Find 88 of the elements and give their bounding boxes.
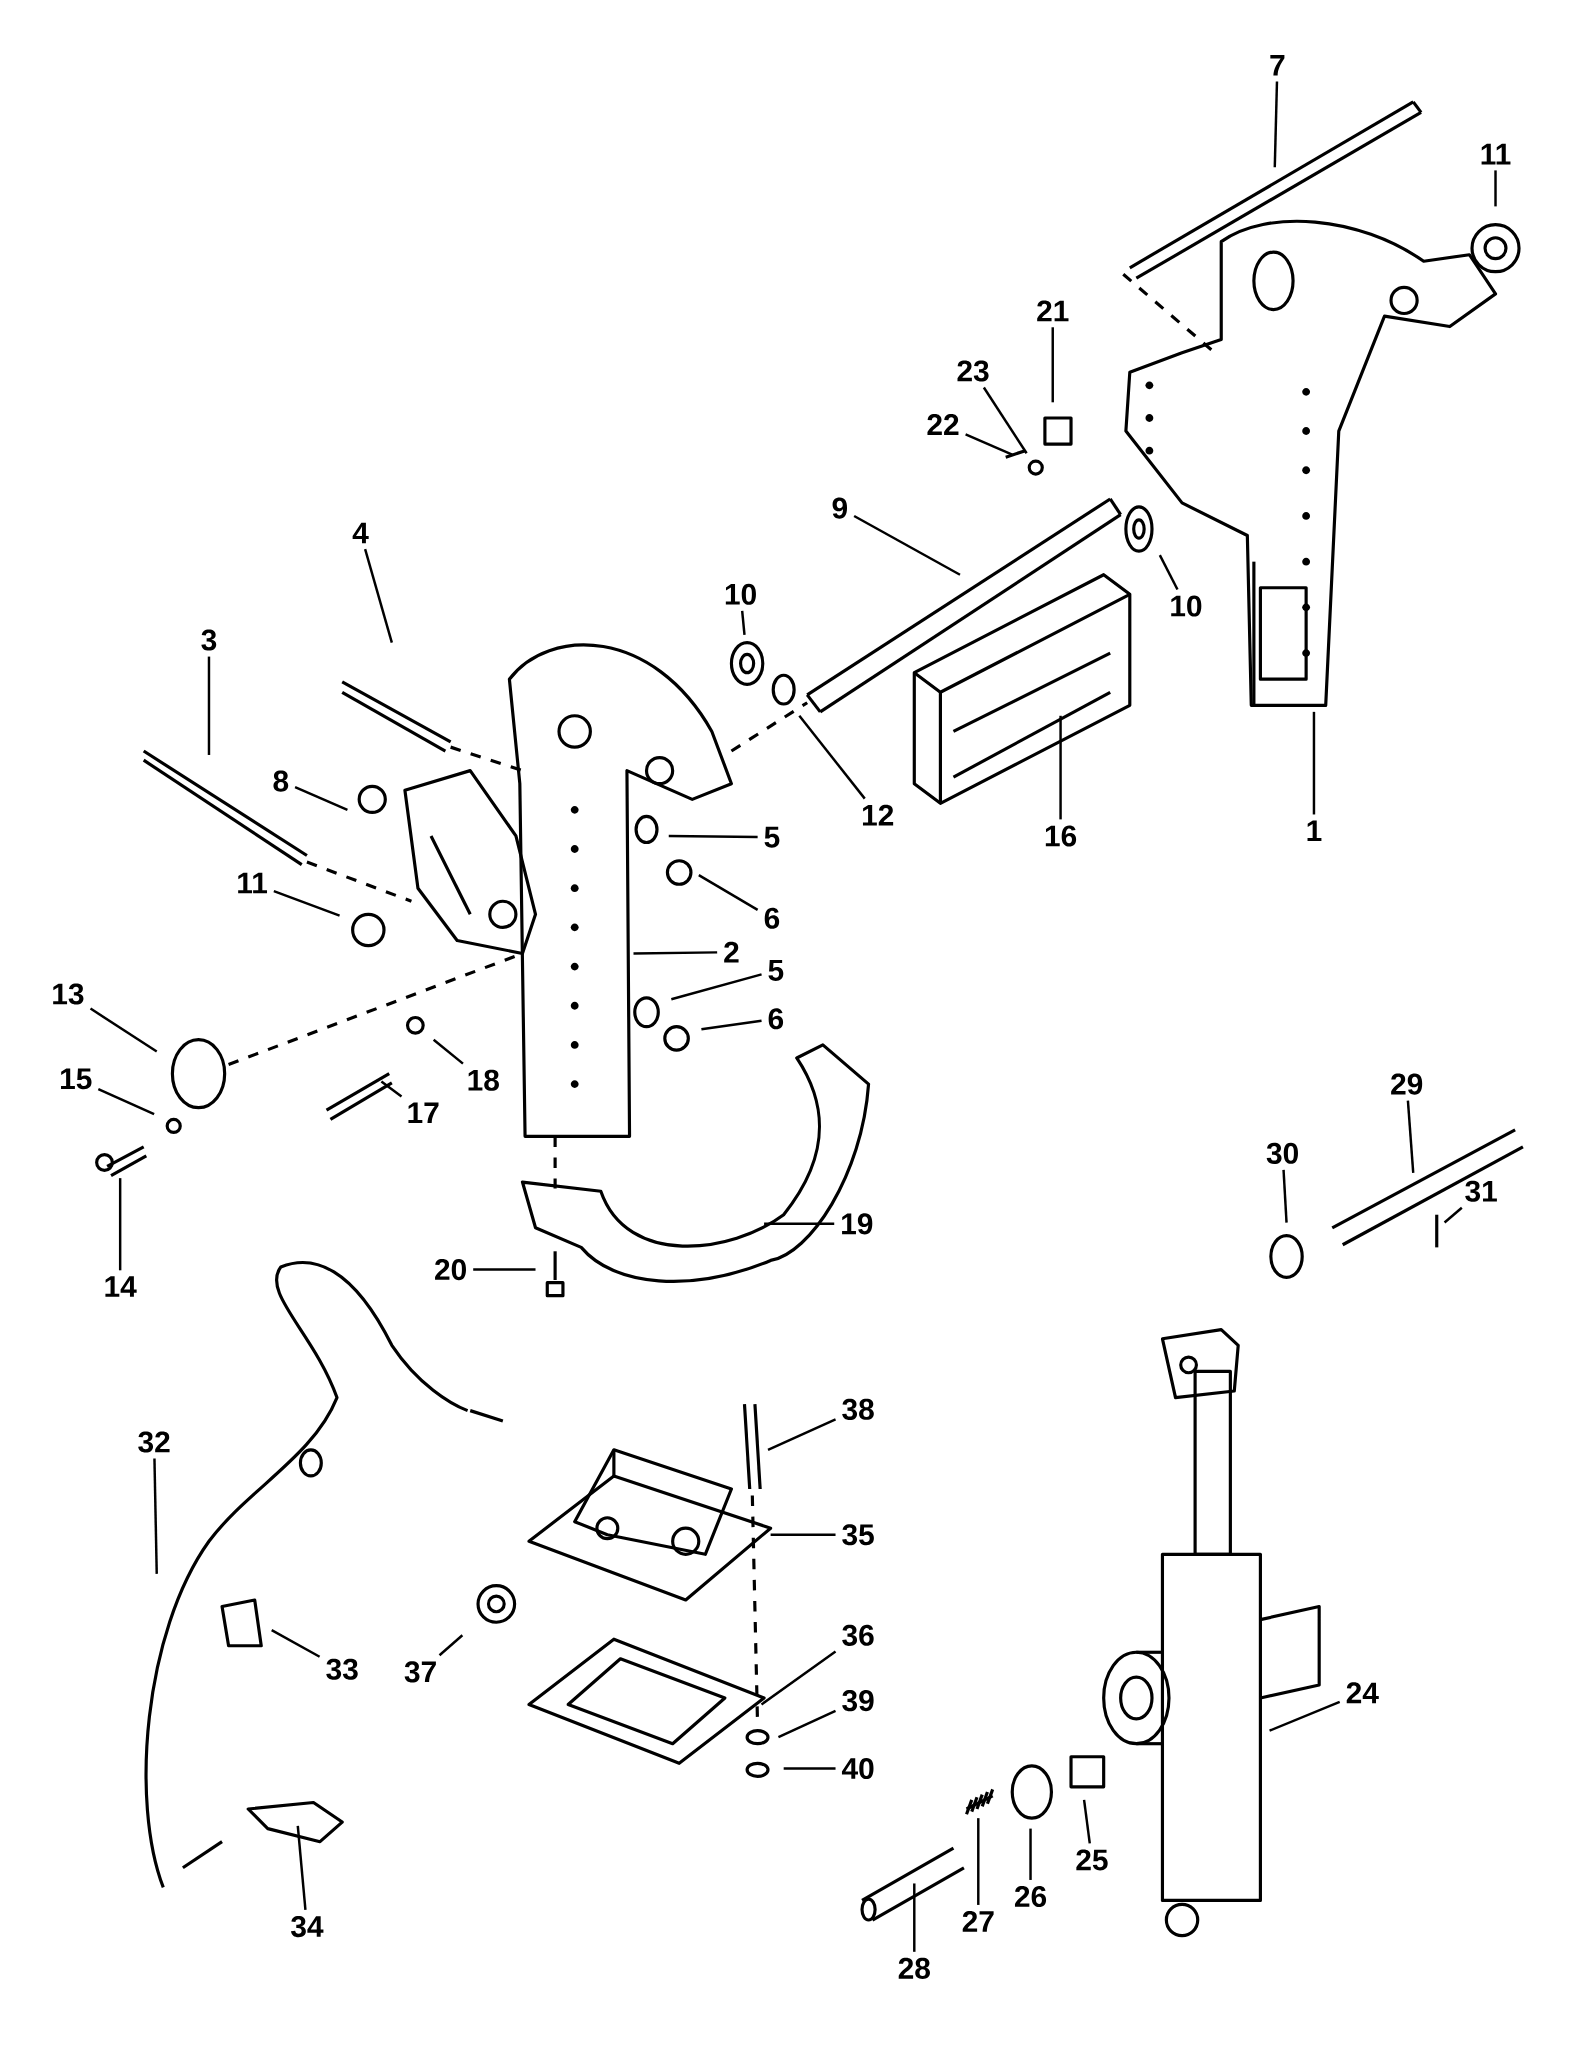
callout-number: 33	[326, 1658, 358, 1680]
callout-number: 20	[435, 1259, 467, 1281]
callout-number: 10	[725, 583, 757, 605]
callout-number: 19	[842, 1213, 873, 1235]
callout-number: 3	[201, 629, 217, 651]
callout-number: 15	[61, 1068, 92, 1090]
leader-line	[977, 1818, 980, 1905]
leader-line	[853, 514, 961, 576]
leader-line	[296, 1825, 307, 1911]
callout-number: 27	[962, 1910, 994, 1932]
callout-number: 6	[764, 907, 780, 929]
leader-line	[1312, 711, 1316, 815]
leader-line	[764, 1222, 835, 1226]
leader-line	[294, 786, 349, 811]
leader-line	[1443, 1206, 1463, 1224]
callout-number: 32	[138, 1431, 170, 1453]
callout-number: 29	[1391, 1073, 1423, 1095]
leader-line	[913, 1883, 916, 1952]
callout-number: 18	[468, 1069, 500, 1091]
leader-line	[438, 1634, 464, 1657]
leader-line	[271, 1629, 321, 1658]
leader-line	[698, 874, 759, 911]
leader-line	[668, 834, 758, 839]
leader-line	[783, 1767, 836, 1770]
leader-line	[364, 548, 394, 643]
callout-number: 9	[832, 497, 848, 519]
leader-line	[767, 1418, 837, 1451]
callout-number: 14	[105, 1276, 137, 1297]
callout-number: 12	[863, 804, 894, 826]
callout-number: 39	[842, 1690, 874, 1712]
callout-number: 10	[1171, 595, 1202, 617]
callout-number: 1	[1307, 820, 1322, 841]
callout-number: 8	[273, 770, 289, 792]
callout-number: 16	[1045, 825, 1077, 847]
leader-line	[89, 1007, 158, 1053]
callout-number: 11	[1481, 143, 1511, 165]
leader-line	[701, 1019, 762, 1031]
leader-line	[965, 433, 1013, 456]
leader-line	[119, 1178, 122, 1271]
callout-number: 17	[408, 1102, 439, 1124]
leader-line	[982, 386, 1028, 454]
callout-number: 6	[768, 1008, 784, 1030]
callout-number: 34	[291, 1916, 324, 1938]
leader-line	[770, 1533, 836, 1536]
callout-number: 35	[842, 1524, 874, 1546]
leader-line	[1059, 715, 1062, 820]
callout-number: 23	[957, 360, 989, 382]
callout-number: 5	[764, 826, 780, 848]
callout-number: 21	[1037, 300, 1069, 322]
leader-line	[1494, 170, 1497, 207]
leader-line	[273, 889, 341, 917]
leader-line	[671, 973, 762, 1001]
leader-line	[741, 610, 746, 635]
leader-line	[1029, 1828, 1032, 1880]
callout-number: 7	[1270, 55, 1285, 76]
leader-line	[433, 1038, 464, 1065]
leader-line	[1051, 327, 1055, 403]
callout-number: 31	[1465, 1180, 1498, 1202]
callout-number: 40	[842, 1757, 874, 1780]
callout-number: 22	[927, 414, 959, 435]
callout-number: 38	[842, 1398, 874, 1420]
callout-number: 4	[352, 522, 369, 544]
callout-number: 13	[53, 983, 84, 1005]
leader-line	[207, 656, 211, 755]
leader-line	[1269, 1700, 1341, 1732]
leader-line	[760, 1650, 837, 1706]
callout-number: 5	[768, 960, 784, 981]
leader-line	[1083, 1799, 1092, 1844]
callout-number: 26	[1015, 1885, 1047, 1908]
callout-number: 2	[724, 941, 739, 963]
leader-line	[1406, 1100, 1415, 1173]
leader-line	[473, 1268, 536, 1271]
leader-line	[380, 1080, 403, 1098]
callout-number: 25	[1076, 1849, 1108, 1871]
callout-number: 11	[238, 872, 268, 894]
leader-line	[633, 951, 718, 955]
leader-line	[1158, 554, 1179, 591]
callout-number: 36	[842, 1624, 874, 1646]
leader-line	[1282, 1169, 1288, 1223]
callout-number: 28	[898, 1957, 931, 1979]
callout-number: 24	[1346, 1682, 1379, 1704]
leader-line	[1273, 81, 1279, 168]
leader-line	[798, 715, 866, 800]
callout-number: 37	[404, 1661, 436, 1683]
leader-line	[153, 1458, 159, 1574]
leader-line	[97, 1087, 155, 1116]
leader-line	[778, 1709, 837, 1739]
callout-number: 30	[1266, 1142, 1299, 1164]
